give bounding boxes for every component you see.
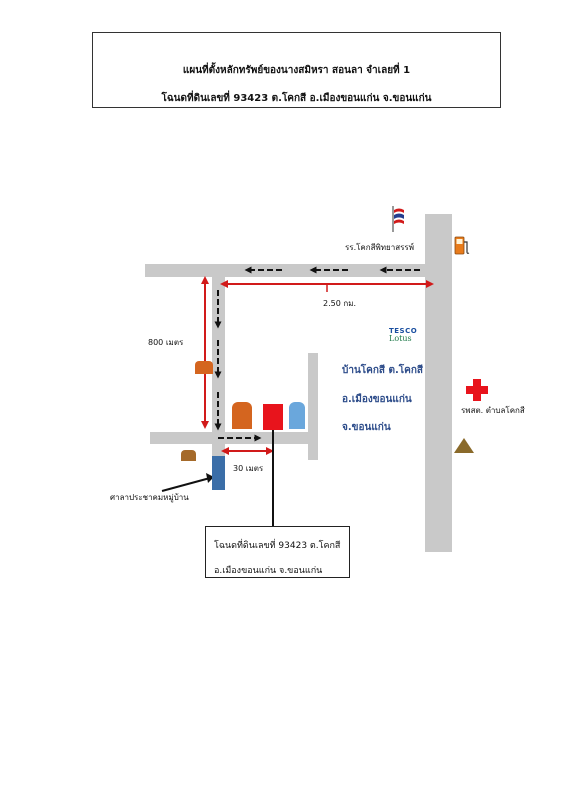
village-hall-building <box>212 456 225 490</box>
pointer-line-to-hall <box>161 473 214 492</box>
road-right-short <box>308 353 318 460</box>
distance-label-bottom: 30 เมตร <box>233 464 264 473</box>
building-small-brown <box>181 450 196 461</box>
distance-label-left: 800 เมตร <box>148 338 184 347</box>
map-title-box: แผนที่ตั้งหลักทรัพย์ของนางสมิหรา สอนลา จ… <box>92 32 501 108</box>
map-subtitle: โฉนดที่ดินเลขที่ 93423 ต.โคกสี อ.เมืองขอ… <box>161 93 432 104</box>
area-label-district: อ.เมืองขอนแก่น <box>342 394 412 405</box>
distance-label-top: 2.50 กม. <box>323 299 357 308</box>
pointer-line-to-plot <box>268 418 278 526</box>
land-deed-info-box: โฉนดที่ดินเลขที่ 93423 ต.โคกสี อ.เมืองขอ… <box>205 526 350 578</box>
road-main-right <box>425 214 452 552</box>
lotus-logo-text: Lotus <box>389 334 412 343</box>
map-title: แผนที่ตั้งหลักทรัพย์ของนางสมิหรา สอนลา จ… <box>182 65 411 76</box>
tesco-lotus-logo: TESCO Lotus <box>389 328 417 343</box>
info-line-2: อ.เมืองขอนแก่น จ.ขอนแก่น <box>214 566 323 576</box>
temple-icon <box>454 438 474 453</box>
target-plot <box>263 404 283 430</box>
thai-flag-icon <box>392 206 404 232</box>
building-orange-neighbor <box>232 402 252 429</box>
distance-arrow-top <box>220 280 434 292</box>
red-cross-icon <box>466 379 488 401</box>
building-orange-left <box>195 361 213 374</box>
building-blue-neighbor <box>289 402 305 429</box>
area-label-village: บ้านโคกสี ต.โคกสี <box>342 365 424 376</box>
info-line-1: โฉนดที่ดินเลขที่ 93423 ต.โคกสี <box>214 541 341 551</box>
area-label-province: จ.ขอนแก่น <box>342 422 391 433</box>
school-label: รร.โคกสีพิทยาสรรพ์ <box>345 243 414 252</box>
road-lower-horizontal <box>150 432 318 444</box>
village-hall-label: ศาลาประชาคมหมู่บ้าน <box>110 493 189 502</box>
gas-station-icon <box>454 236 470 255</box>
tesco-logo-text: TESCO <box>389 327 418 335</box>
road-top <box>145 264 425 277</box>
health-center-label: รพสต. ตำบลโคกสี <box>461 406 525 415</box>
